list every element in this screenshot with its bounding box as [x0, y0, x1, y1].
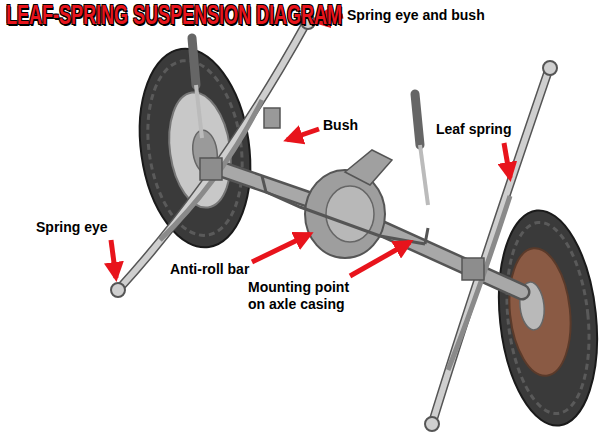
left-shock-body: [192, 38, 196, 85]
anti-roll-links: [262, 176, 428, 244]
part-label: Anti-roll bar: [170, 261, 249, 278]
part-label: Bush: [323, 117, 358, 134]
leader-arrow: [111, 240, 116, 278]
right-leaf-spring: [432, 66, 550, 424]
part-label: Spring eye and bush: [347, 7, 485, 24]
leader-arrow: [504, 143, 510, 178]
right-shock-body: [415, 94, 420, 145]
right-tread: [498, 218, 598, 417]
differential-cover: [326, 186, 374, 242]
spring-eye-front: [111, 283, 125, 297]
axle-casing: [212, 166, 522, 292]
part-label: Spring eye: [36, 219, 108, 236]
part-label: Leaf spring: [436, 121, 511, 138]
brake-disc: [503, 245, 576, 379]
left-leaf-2: [160, 100, 262, 240]
leader-arrow: [350, 242, 410, 276]
right-spring-eye-front: [425, 417, 439, 431]
pinion-nose: [345, 150, 392, 185]
right-spring-eye-rear: [543, 61, 557, 75]
left-shock-rod: [196, 85, 202, 138]
right-tire: [489, 206, 602, 431]
right-leaf-spring-outline: [432, 66, 550, 424]
diagram-title: LEAF-SPRING SUSPENSION DIAGRAM: [6, 0, 342, 31]
shackle-bush: [264, 108, 280, 128]
right-spring-mount: [462, 258, 484, 280]
leader-arrow: [252, 234, 310, 262]
leader-arrow: [287, 129, 319, 140]
right-shock-rod: [420, 145, 428, 205]
left-spring-mount: [200, 158, 222, 180]
right-leaf-2: [448, 196, 510, 370]
anti-roll-bar: [266, 192, 425, 244]
part-label: Mounting point on axle casing: [248, 279, 362, 313]
axle-outline: [212, 166, 522, 292]
